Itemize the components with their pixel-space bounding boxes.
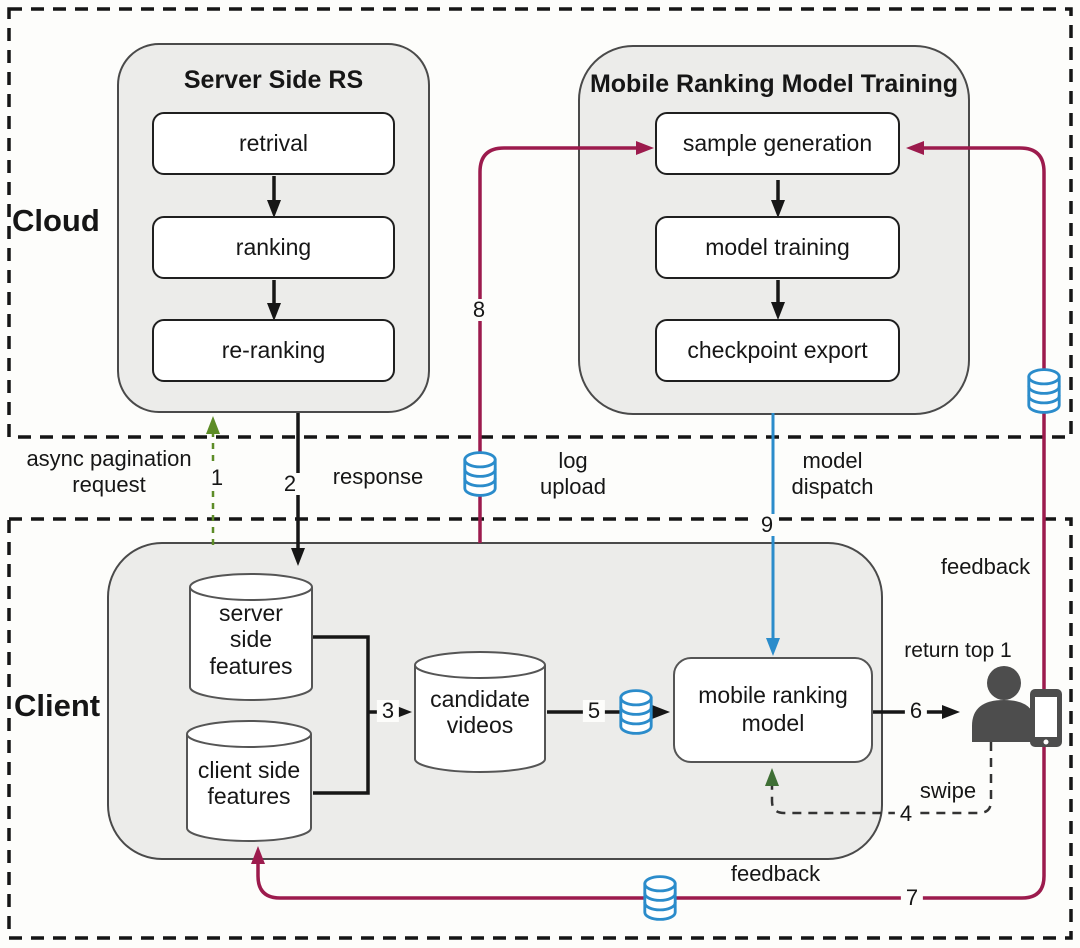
- step-checkpoint-export: checkpoint export: [655, 319, 900, 382]
- user-head: [987, 666, 1021, 700]
- step-sample-generation: sample generation: [655, 112, 900, 175]
- edge-number-6: 6: [904, 700, 928, 722]
- candidate-videos-label: candidate videos: [430, 686, 530, 739]
- user-body: [972, 700, 1036, 742]
- return-top1-label: return top 1: [904, 639, 1012, 662]
- server-side-features-store: server side features: [188, 572, 314, 702]
- feedback-bottom-label: feedback: [730, 861, 821, 886]
- cloud-region-border: [7, 7, 1073, 439]
- edge-number-2: 2: [278, 473, 302, 495]
- edge-number-1: 1: [205, 467, 229, 489]
- response-label: response: [332, 464, 424, 489]
- server-side-features-label: server side features: [209, 600, 293, 679]
- edge-number-7: 7: [900, 887, 924, 909]
- step-ranking: ranking: [152, 216, 395, 279]
- database-icon: [463, 451, 497, 497]
- client-side-features-store: client side features: [185, 719, 313, 843]
- candidate-videos-store: candidate videos: [413, 650, 547, 774]
- database-icon: [643, 875, 677, 921]
- async-pagination-request-label: async pagination request: [26, 446, 192, 498]
- cloud-region-label: Cloud: [12, 203, 100, 238]
- client-region-border: [7, 517, 1073, 940]
- arrow-feedback-to-sample-generation: [906, 141, 1046, 700]
- user-icon: [972, 666, 1062, 747]
- mobile-ranking-model-box: mobile ranking model: [673, 657, 873, 763]
- edge-number-4: 4: [894, 803, 918, 825]
- arrow-log-upload: [478, 141, 654, 543]
- client-side-features-label: client side features: [197, 757, 301, 810]
- features-merge-bracket: [310, 635, 370, 795]
- model-dispatch-label: model dispatch: [791, 448, 874, 500]
- database-icon: [1027, 368, 1061, 414]
- step-re-ranking: re-ranking: [152, 319, 395, 382]
- edge-number-8: 8: [467, 299, 491, 321]
- server-rs-title: Server Side RS: [183, 66, 364, 94]
- client-region-label: Client: [14, 688, 101, 723]
- step-model-training: model training: [655, 216, 900, 279]
- feedback-top-label: feedback: [940, 554, 1031, 579]
- edge-number-9: 9: [755, 514, 779, 536]
- database-icon: [619, 689, 653, 735]
- swipe-label: swipe: [919, 778, 977, 803]
- log-upload-label: log upload: [539, 448, 607, 500]
- cylinder-shape: [186, 720, 312, 842]
- cylinder-shape: [189, 573, 313, 701]
- phone-icon: [1030, 689, 1062, 747]
- edge-number-3: 3: [376, 700, 400, 722]
- edge-number-5: 5: [582, 700, 606, 722]
- step-retrival: retrival: [152, 112, 395, 175]
- training-title: Mobile Ranking Model Training: [589, 70, 959, 98]
- cylinder-shape: [414, 651, 546, 773]
